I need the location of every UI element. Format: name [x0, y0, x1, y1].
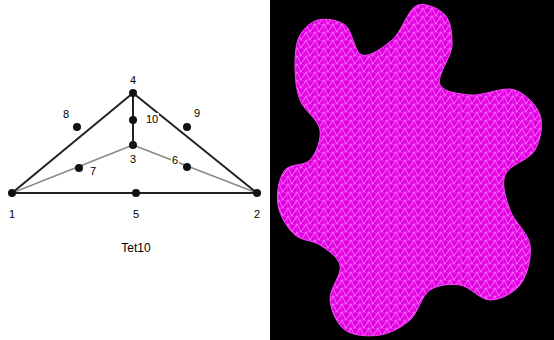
callout-number: 4	[129, 74, 137, 86]
callout-number: 5	[132, 208, 140, 220]
figure-title: Tet10	[120, 242, 151, 255]
tet-edges	[12, 93, 257, 193]
callout-number: 6	[171, 154, 179, 166]
callout-number: 9	[193, 107, 201, 119]
callout-number: 10	[145, 113, 159, 125]
callout-number: 8	[62, 108, 70, 120]
left-panel	[0, 0, 270, 340]
tet-nodes	[8, 89, 261, 197]
callout-number: 3	[129, 153, 137, 165]
right-panel	[270, 0, 554, 340]
mesh-shape	[277, 4, 541, 335]
callout-number: 1	[8, 208, 16, 220]
callout-number: 7	[89, 165, 97, 177]
callout-number: 2	[253, 208, 261, 220]
hidden-edges	[12, 145, 257, 193]
